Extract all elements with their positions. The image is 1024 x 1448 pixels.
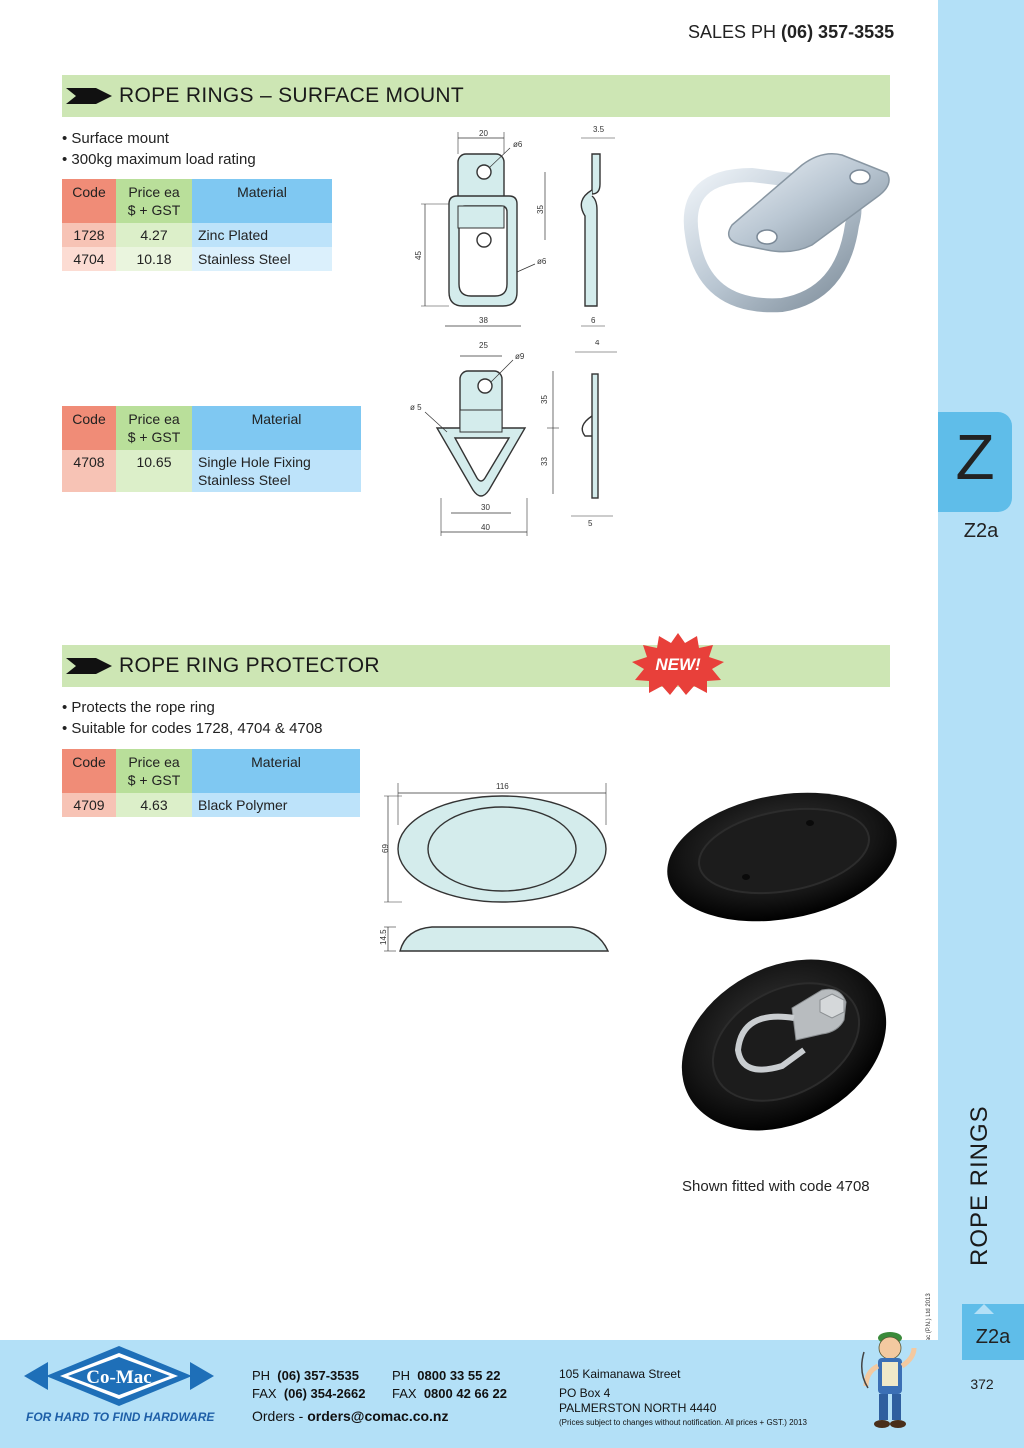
- new-badge-label: NEW!: [655, 655, 701, 674]
- table-row: 4709 4.63 Black Polymer: [62, 793, 360, 817]
- bullet-item: • Surface mount: [62, 130, 169, 147]
- dim-plate-height: 35: [540, 395, 549, 404]
- freephone-number: 0800 33 55 22: [417, 1368, 501, 1383]
- phone-freephone-line: PH 0800 33 55 22: [392, 1368, 501, 1383]
- photo-caption: Shown fitted with code 4708: [682, 1178, 870, 1195]
- price-table-1728-4704: Code Price ea$ + GST Material 1728 4.27 …: [62, 179, 332, 271]
- code-cell: 1728: [62, 223, 116, 247]
- code-header: Code: [62, 406, 116, 450]
- section-tab-code: Z2a: [963, 520, 999, 542]
- orders-line: Orders - orders@comac.co.nz: [252, 1408, 449, 1424]
- bullet-item: • Suitable for codes 1728, 4704 & 4708: [62, 720, 323, 737]
- section-tab[interactable]: [938, 412, 1012, 512]
- dim-thickness: 4: [595, 340, 600, 347]
- side-band: [938, 0, 1024, 1448]
- sales-phone: (06) 357-3535: [781, 22, 895, 42]
- phone-line: PH (06) 357-3535: [252, 1368, 359, 1383]
- technical-drawing-d-ring: 20 ø6 35 45 ø6 38 3.5 6: [414, 125, 615, 327]
- tagline: FOR HARD TO FIND HARDWARE: [26, 1410, 215, 1424]
- bullet-list-surface-mount: • Surface mount • 300kg maximum load rat…: [62, 128, 256, 170]
- material-header: Material: [192, 406, 361, 450]
- bottom-tab-label: Z2a: [975, 1326, 1011, 1348]
- arrow-icon: [66, 658, 112, 674]
- section-title-surface-mount: ROPE RINGS – SURFACE MOUNT: [119, 84, 465, 107]
- fax-number: (06) 354-2662: [283, 1386, 366, 1401]
- bullet-item: • Protects the rope ring: [62, 699, 215, 716]
- page-number: 372: [970, 1376, 994, 1392]
- price-header: Price ea$ + GST: [116, 749, 192, 793]
- orders-email-link[interactable]: orders@comac.co.nz: [307, 1408, 449, 1424]
- technical-drawing-triangle-ring: 25 ø9 ø 5 35 33 30 40 4 5: [410, 340, 617, 536]
- dim-profile-height: 14.5: [379, 929, 388, 945]
- dim-width-top: 20: [479, 129, 488, 138]
- code-header: Code: [62, 179, 116, 223]
- side-title: ROPE RINGS: [966, 1105, 993, 1266]
- material-cell: Black Polymer: [192, 793, 360, 817]
- material-header: Material: [192, 749, 360, 793]
- section-header-protector: [62, 645, 890, 687]
- material-header: Material: [192, 179, 332, 223]
- product-photo-protector-fitted: [681, 959, 887, 1131]
- price-header: Price ea$ + GST: [116, 406, 192, 450]
- phone-number: (06) 357-3535: [277, 1368, 359, 1383]
- price-note: (Prices subject to changes without notif…: [559, 1418, 807, 1427]
- sales-label: SALES PH: [688, 22, 782, 42]
- freefax-number: 0800 42 66 22: [423, 1386, 507, 1401]
- logo-text: Co-Mac: [86, 1367, 151, 1388]
- dim-bottom-width: 38: [479, 316, 488, 325]
- product-photo-d-ring: [683, 153, 890, 313]
- dim-hole: ø9: [515, 352, 525, 361]
- price-cell: 4.63: [116, 793, 192, 817]
- dim-outer-width: 40: [481, 523, 490, 532]
- section-title-protector: ROPE RING PROTECTOR: [119, 654, 380, 677]
- material-cell: Zinc Plated: [192, 223, 332, 247]
- code-cell: 4704: [62, 247, 116, 271]
- price-cell: 10.65: [116, 450, 192, 492]
- arrow-icon: [66, 88, 112, 104]
- product-photo-protector: [667, 792, 897, 922]
- section-header-surface-mount: [62, 75, 890, 117]
- code-header: Code: [62, 749, 116, 793]
- table-row: 4704 10.18 Stainless Steel: [62, 247, 332, 271]
- mascot-illustration: [861, 1332, 917, 1428]
- fax-line: FAX (06) 354-2662: [252, 1386, 366, 1401]
- dim-ring: ø6: [537, 257, 547, 266]
- bottom-tab-notch: [974, 1304, 994, 1314]
- dim-thickness: 3.5: [593, 125, 605, 134]
- dim-height: 69: [381, 844, 390, 853]
- price-table-4709: Code Price ea$ + GST Material 4709 4.63 …: [62, 749, 360, 817]
- dim-plate-height: 35: [536, 205, 545, 214]
- section-tab-letter: Z: [955, 421, 995, 493]
- price-cell: 10.18: [116, 247, 192, 271]
- price-header: Price ea$ + GST: [116, 179, 192, 223]
- dim-ring-height: 33: [540, 457, 549, 466]
- address-line: 105 Kaimanawa Street: [559, 1367, 681, 1381]
- dim-side: 6: [591, 316, 596, 325]
- comac-logo: Co-Mac: [24, 1346, 214, 1406]
- material-cell: Stainless Steel: [192, 247, 332, 271]
- address-line: PALMERSTON NORTH 4440: [559, 1401, 717, 1415]
- dim-width-top: 25: [479, 341, 488, 350]
- dim-hole: ø6: [513, 140, 523, 149]
- fax-freephone-line: FAX 0800 42 66 22: [392, 1386, 507, 1401]
- bullet-list-protector: • Protects the rope ring • Suitable for …: [62, 697, 322, 739]
- dim-side: 5: [588, 519, 593, 528]
- address-line: PO Box 4: [559, 1386, 611, 1400]
- dim-inner-width: 30: [481, 503, 490, 512]
- dim-width: 116: [496, 782, 509, 791]
- footer: [0, 1340, 938, 1448]
- dim-ring: ø 5: [410, 403, 422, 412]
- dim-total-height: 45: [414, 251, 423, 260]
- new-badge: NEW!: [632, 633, 724, 695]
- code-cell: 4709: [62, 793, 116, 817]
- sales-phone-header: SALES PH (06) 357-3535: [688, 22, 894, 43]
- table-row: 1728 4.27 Zinc Plated: [62, 223, 332, 247]
- price-cell: 4.27: [116, 223, 192, 247]
- code-cell: 4708: [62, 450, 116, 492]
- bullet-item: • 300kg maximum load rating: [62, 151, 256, 168]
- price-table-4708: Code Price ea$ + GST Material 4708 10.65…: [62, 406, 361, 492]
- technical-drawing-protector: 116 69 14.5: [379, 782, 610, 952]
